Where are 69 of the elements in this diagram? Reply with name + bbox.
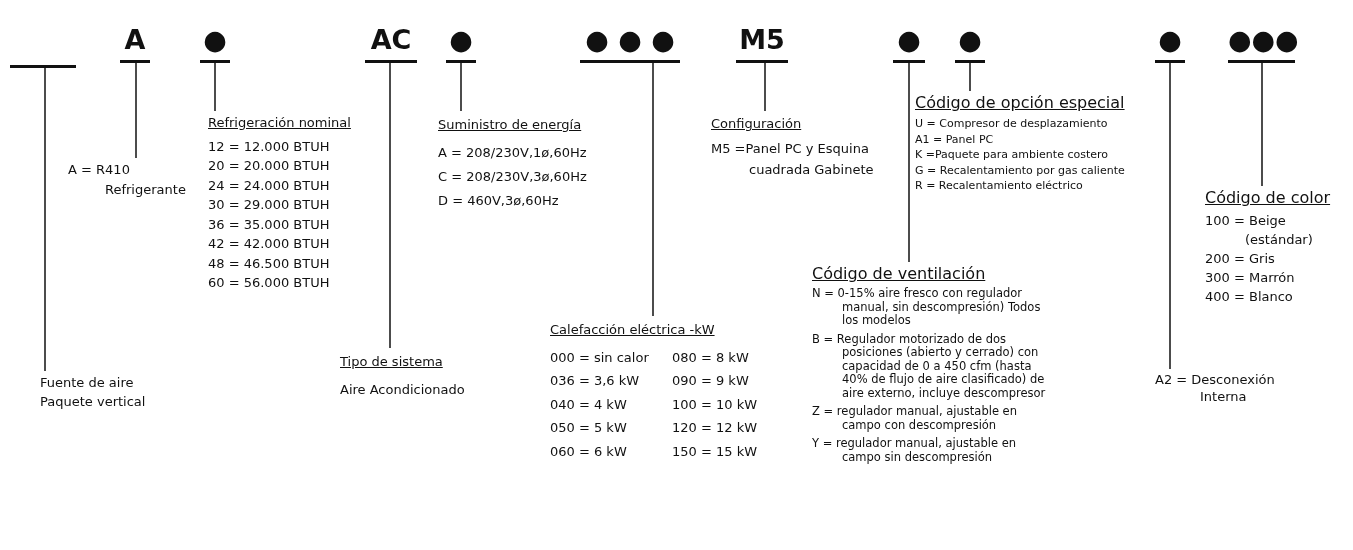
code-definition: D = 460V,3ø,60Hz xyxy=(438,192,560,210)
code-segment: M5 xyxy=(736,20,788,63)
section-heading: Tipo de sistema xyxy=(340,353,444,371)
code-segment: ● ● ● xyxy=(580,20,680,63)
code-definition: 30 = 29.000 BTUH xyxy=(208,196,331,214)
leader-line xyxy=(1169,62,1171,370)
code-segment: ●●● xyxy=(1228,20,1295,63)
code-definition: K =Paquete para ambiente costero xyxy=(915,147,1109,163)
section-heading: Código de opción especial xyxy=(915,93,1126,112)
leader-line xyxy=(460,62,462,112)
code-definition: 080 = 8 kW xyxy=(672,348,750,367)
code-definition: Z = regulador manual, ajustable en campo con descompresión xyxy=(812,405,1018,432)
code-definition: 48 = 46.500 BTUH xyxy=(208,254,331,273)
code-definition: 42 = 42.000 BTUH xyxy=(208,235,331,253)
code-definition: 200 = Gris xyxy=(1205,250,1276,268)
section-heading: Configuración xyxy=(711,115,803,133)
code-definition: 100 = 10 kW xyxy=(672,395,759,414)
code-definition: G = Recalentamiento por gas caliente xyxy=(915,162,1126,178)
leader-line xyxy=(1261,62,1263,187)
section-heading: Suministro de energía xyxy=(438,116,583,134)
leader-line xyxy=(44,67,46,372)
code-definition: 60 = 56.000 BTUH xyxy=(208,274,331,292)
section-heading: Código de ventilación xyxy=(812,264,987,283)
code-definition: M5 =Panel PC y Esquina cuadrada Gabinete xyxy=(711,140,875,179)
code-definition: 120 = 12 kW xyxy=(672,419,759,437)
code-definition: 24 = 24.000 BTUH xyxy=(208,176,331,195)
code-definition: 036 = 3,6 kW xyxy=(550,372,641,390)
code-definition: N = 0-15% aire fresco con regulador manual, sin descompresión) Todos los modelos xyxy=(812,287,1042,328)
leader-line xyxy=(652,62,654,317)
code-segment: A xyxy=(120,20,150,63)
code-bar xyxy=(10,65,76,68)
code-definition: U = Compresor de desplazamiento xyxy=(915,116,1109,132)
code-definition: B = Regulador motorizado de dos posiciones (abierto y cerrado) con capacidad de 0 a 450 cfm (hasta 40% de flujo de aire clasificado) de aire externo, incluye descompresor xyxy=(812,332,1047,400)
code-definition: 040 = 4 kW xyxy=(550,395,628,414)
section-heading: Refrigeración nominal xyxy=(208,114,352,132)
code-definition: Aire Acondicionado xyxy=(340,381,466,399)
code-definition: Y = regulador manual, ajustable en campo sin descompresión xyxy=(812,437,1018,464)
description-text: A2 = Desconexión Interna xyxy=(1155,371,1276,405)
leader-line xyxy=(214,62,216,112)
code-definition: 050 = 5 kW xyxy=(550,419,628,437)
code-definition: C = 208/230V,3ø,60Hz xyxy=(438,168,588,186)
code-definition: R = Recalentamiento eléctrico xyxy=(915,178,1084,194)
code-definition: 20 = 20.000 BTUH xyxy=(208,157,331,175)
code-definition: A = 208/230V,1ø,60Hz xyxy=(438,144,588,162)
description-text: A = R410 Refrigerante xyxy=(68,161,187,199)
section-heading: Código de color xyxy=(1205,188,1332,207)
leader-line xyxy=(908,62,910,263)
leader-line xyxy=(969,62,971,92)
code-segment: ● xyxy=(955,20,985,63)
code-definition: 150 = 15 kW xyxy=(672,442,759,461)
code-segment: ● xyxy=(893,20,925,63)
code-definition: 090 = 9 kW xyxy=(672,372,750,390)
code-segment: ● xyxy=(200,20,230,63)
code-definition: 400 = Blanco xyxy=(1205,288,1294,306)
code-segment: ● xyxy=(1155,20,1185,63)
code-definition: 12 = 12.000 BTUH xyxy=(208,137,331,156)
code-segment: ● xyxy=(446,20,476,63)
leader-line xyxy=(389,62,391,349)
code-definition: 100 = Beige (estándar) xyxy=(1205,212,1314,249)
leader-line xyxy=(135,62,137,159)
code-definition: 300 = Marrón xyxy=(1205,269,1296,287)
code-segment: AC xyxy=(365,20,417,63)
code-definition: 36 = 35.000 BTUH xyxy=(208,215,331,234)
code-definition: 000 = sin calor xyxy=(550,348,650,367)
code-definition: 060 = 6 kW xyxy=(550,442,628,461)
section-heading: Calefacción eléctrica -kW xyxy=(550,321,716,339)
code-definition: A1 = Panel PC xyxy=(915,131,995,147)
description-text: Fuente de aire Paquete vertical xyxy=(40,374,147,411)
leader-line xyxy=(764,62,766,112)
